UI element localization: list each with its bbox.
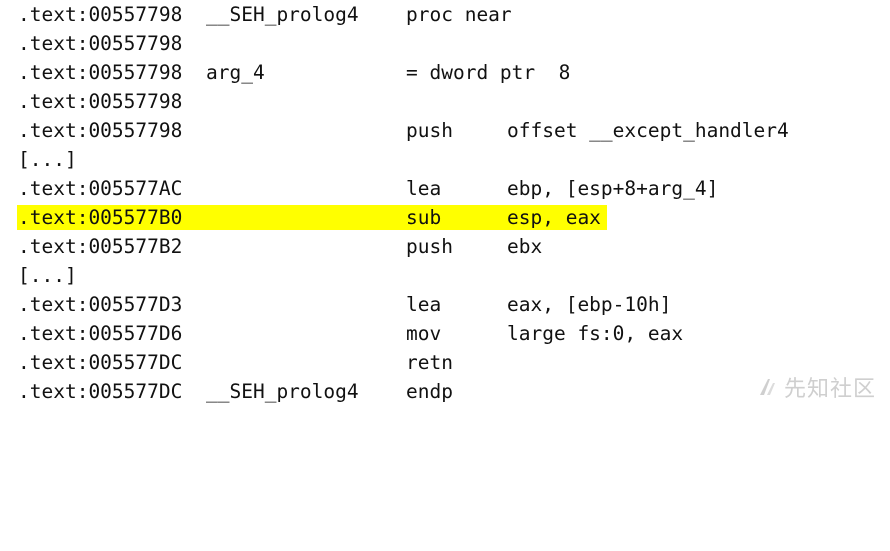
line-mnemonic: proc near	[406, 3, 512, 26]
listing-line[interactable]: .text:00557798 arg_4 = dword ptr 8	[0, 58, 890, 87]
watermark-text: 先知社区	[783, 377, 876, 402]
line-mnemonic: retn	[406, 351, 453, 374]
line-mnemonic: = dword ptr 8	[406, 61, 571, 84]
line-label: __SEH_prolog4	[206, 380, 359, 403]
listing-line[interactable]: .text:00557798	[0, 29, 890, 58]
line-mnemonic: sub	[406, 206, 442, 229]
line-operands: ebp, [esp+8+arg_4]	[507, 177, 719, 200]
listing-line-highlighted[interactable]: .text:005577B0 sub esp, eax	[0, 203, 890, 232]
line-address: .text:00557798	[18, 3, 183, 26]
highlight-bar	[17, 205, 607, 230]
line-address: .text:005577AC	[18, 177, 183, 200]
line-operands: esp, eax	[507, 206, 601, 229]
line-address: .text:005577D3	[18, 293, 183, 316]
line-mnemonic: mov	[406, 322, 442, 345]
line-mnemonic: push	[406, 235, 453, 258]
line-address: .text:00557798	[18, 119, 183, 142]
listing-line[interactable]: .text:00557798 push offset __except_hand…	[0, 116, 890, 145]
line-mnemonic: lea	[406, 293, 442, 316]
line-operands: eax, [ebp-10h]	[507, 293, 672, 316]
ellipsis-marker: [...]	[18, 264, 77, 287]
line-address: .text:005577D6	[18, 322, 183, 345]
listing-line[interactable]: .text:00557798	[0, 87, 890, 116]
listing-line[interactable]: .text:005577DC __SEH_prolog4 endp	[0, 377, 890, 406]
line-label: __SEH_prolog4	[206, 3, 359, 26]
line-address: .text:00557798	[18, 32, 183, 55]
line-address: .text:005577B0	[18, 206, 183, 229]
listing-line[interactable]: .text:00557798 __SEH_prolog4 proc near	[0, 0, 890, 29]
watermark: 先知社区	[756, 371, 876, 403]
line-operands: large fs:0, eax	[507, 322, 684, 345]
listing-line[interactable]: .text:005577B2 push ebx	[0, 232, 890, 261]
line-address: .text:005577B2	[18, 235, 183, 258]
listing-line[interactable]: .text:005577D3 lea eax, [ebp-10h]	[0, 290, 890, 319]
line-address: .text:00557798	[18, 61, 183, 84]
ellipsis-marker: [...]	[18, 148, 77, 171]
line-label: arg_4	[206, 61, 265, 84]
line-operands: offset __except_handler4	[507, 119, 789, 142]
listing-line[interactable]: .text:005577DC retn	[0, 348, 890, 377]
listing-ellipsis-line: [...]	[0, 145, 890, 174]
line-mnemonic: endp	[406, 380, 453, 403]
line-operands: ebx	[507, 235, 543, 258]
line-address: .text:005577DC	[18, 351, 183, 374]
line-mnemonic: push	[406, 119, 453, 142]
listing-line[interactable]: .text:005577AC lea ebp, [esp+8+arg_4]	[0, 174, 890, 203]
line-address: .text:00557798	[18, 90, 183, 113]
line-mnemonic: lea	[406, 177, 442, 200]
listing-line[interactable]: .text:005577D6 mov large fs:0, eax	[0, 319, 890, 348]
xianzhi-logo-icon	[759, 379, 775, 395]
line-address: .text:005577DC	[18, 380, 183, 403]
listing-ellipsis-line: [...]	[0, 261, 890, 290]
